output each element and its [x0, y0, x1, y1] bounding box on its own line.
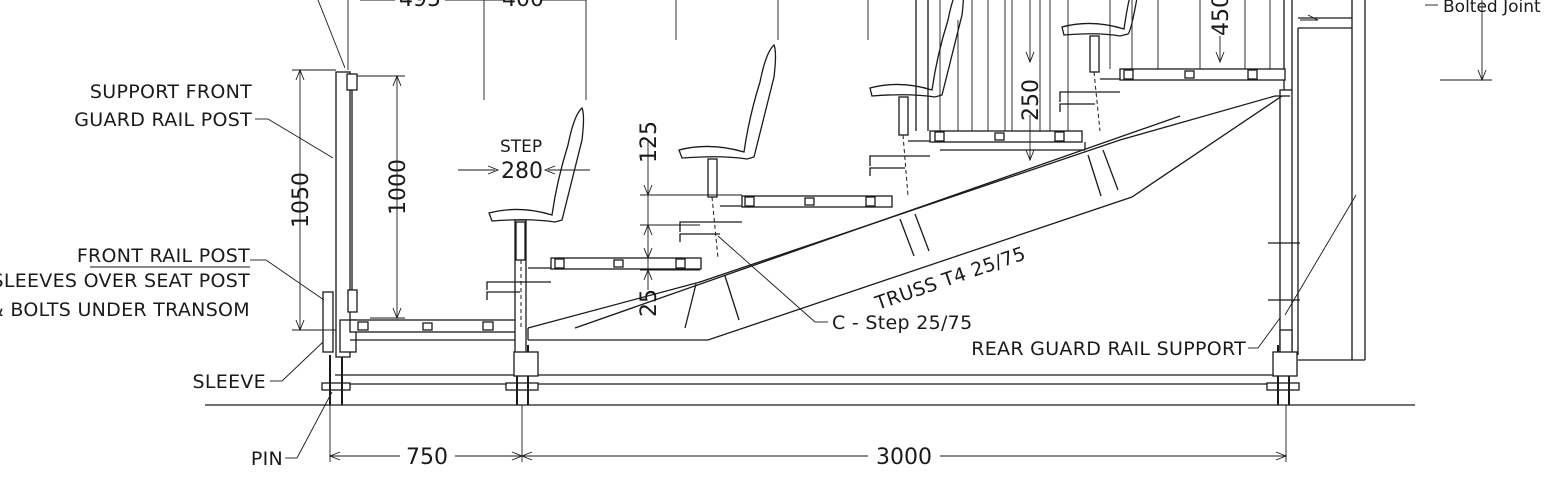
dim-1000: 1000 [386, 159, 411, 215]
seat-4 [1061, 0, 1138, 132]
label-rear-guard-rail-support: REAR GUARD RAIL SUPPORT [971, 338, 1246, 360]
dim-750: 750 [406, 445, 448, 470]
seat-2 [678, 43, 777, 259]
leaders [250, 0, 1357, 459]
truss [527, 95, 1290, 341]
dimension-geometry [292, 0, 1492, 462]
dim-400: 400 [502, 0, 544, 12]
label-front-rail-post: FRONT RAIL POST [77, 245, 250, 267]
label-sleeve: SLEEVE [193, 371, 266, 393]
front-deck [349, 319, 521, 341]
dim-450: 450 [1209, 0, 1234, 36]
dim-495: 495 [399, 0, 441, 12]
dim-25: 25 [637, 289, 662, 317]
dim-250: 250 [1019, 79, 1044, 121]
label-step: STEP [500, 137, 542, 157]
label-truss: TRUSS T4 25/75 [872, 243, 1029, 315]
seat-3 [869, 0, 964, 197]
dim-280: 280 [501, 159, 543, 184]
dim-3000: 3000 [876, 445, 932, 470]
label-bolted-joint: Bolted Joint [1443, 0, 1541, 17]
dim-1050: 1050 [289, 172, 314, 228]
front-guard-rail-post [322, 71, 358, 358]
label-guard-rail-post: GUARD RAIL POST [74, 109, 252, 131]
label-support-front: SUPPORT FRONT [90, 81, 252, 103]
upper-frame [915, 0, 1366, 361]
dim-125: 125 [637, 121, 662, 163]
step-platforms [486, 68, 1286, 300]
label-bolts-under-transom: & BOLTS UNDER TRANSOM [0, 299, 250, 321]
label-c-step: C - Step 25/75 [832, 312, 972, 334]
label-pin: PIN [251, 448, 283, 470]
seat-1 [488, 106, 585, 330]
label-sleeves-over-seat-post: SLEEVES OVER SEAT POST [0, 270, 250, 292]
